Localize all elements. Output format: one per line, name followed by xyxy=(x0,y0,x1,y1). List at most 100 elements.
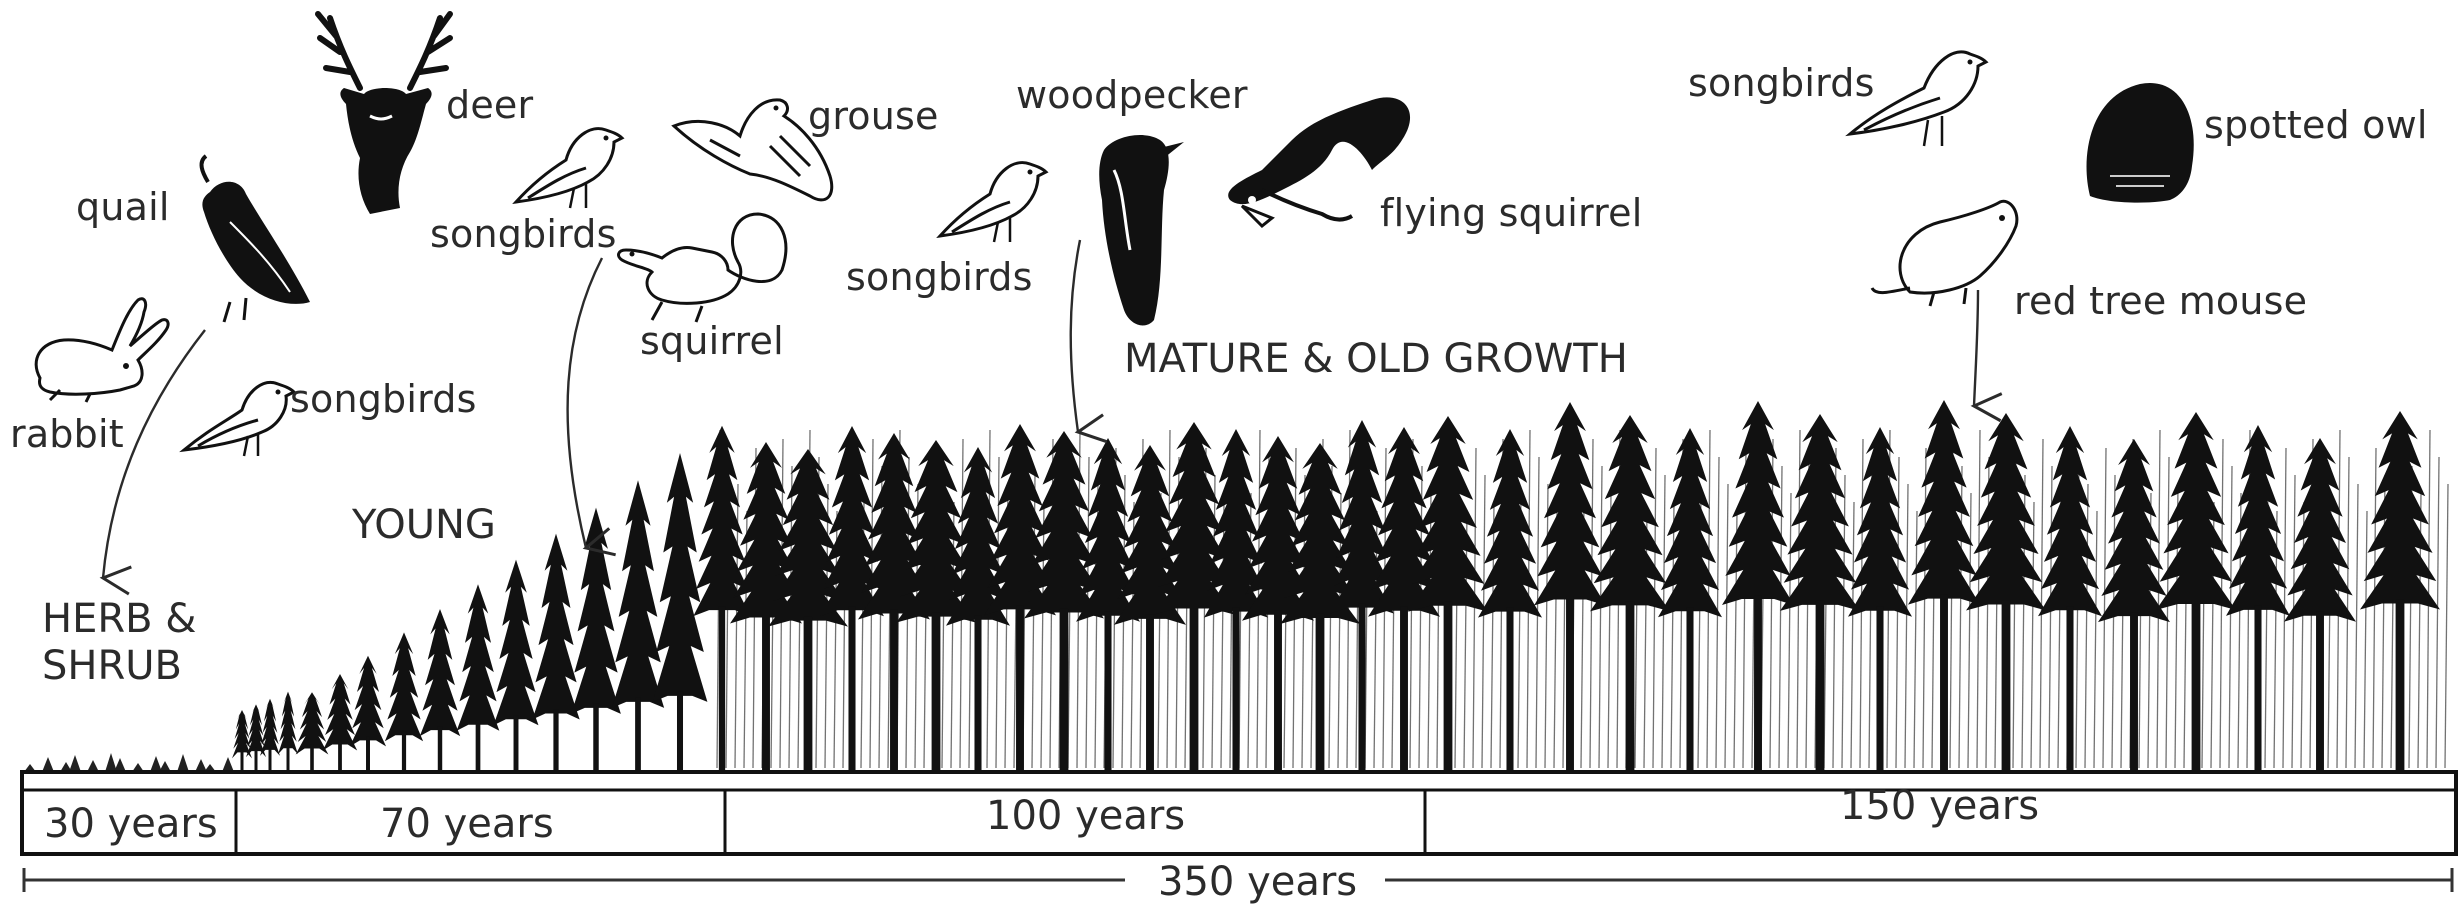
tree-silhouette xyxy=(278,692,298,772)
tree-silhouette xyxy=(350,656,386,772)
arrow-to-mature xyxy=(1071,240,1080,432)
timeline-segment-label: 30 years xyxy=(44,804,218,844)
tree-trunk xyxy=(1358,604,1365,772)
hatch-line xyxy=(1851,502,1854,768)
tree-row xyxy=(232,400,2440,772)
hatch-line xyxy=(2301,502,2304,768)
tree-crown xyxy=(1780,414,1860,611)
stage-label-line: HERB & xyxy=(42,596,197,643)
tree-crown xyxy=(532,534,579,720)
tree-trunk xyxy=(1686,607,1693,772)
herb-shape xyxy=(42,757,54,772)
songbirds-label: songbirds xyxy=(290,380,477,418)
tree-trunk xyxy=(241,748,244,772)
tree-trunk xyxy=(2316,612,2324,772)
tree-silhouette xyxy=(323,674,357,772)
stage-label-line: SHRUB xyxy=(42,643,197,690)
tree-silhouette xyxy=(420,609,460,772)
tree-trunk xyxy=(1146,615,1154,772)
woodpecker-icon xyxy=(1099,135,1184,325)
tree-trunk xyxy=(2396,600,2405,772)
tree-silhouette xyxy=(1658,428,1722,772)
flying-squirrel-label: flying squirrel xyxy=(1380,194,1643,232)
tree-crown xyxy=(350,656,386,747)
hatch-line xyxy=(1788,493,1791,768)
timeline-segment-label: 100 years xyxy=(986,796,1185,836)
tree-crown xyxy=(1848,427,1912,617)
timeline-total-label: 350 years xyxy=(1152,862,1363,902)
songbird-icon xyxy=(184,382,294,456)
songbirds-label: songbirds xyxy=(430,215,617,253)
tree-crown xyxy=(1478,429,1542,618)
tree-trunk xyxy=(553,710,558,772)
tree-trunk xyxy=(1274,611,1282,772)
red-tree-mouse-icon xyxy=(1872,201,2017,306)
tree-trunk xyxy=(1060,609,1069,772)
herb-shape xyxy=(105,753,117,772)
hatch-line xyxy=(1248,493,1251,768)
hatch-line xyxy=(1725,484,1728,768)
tree-trunk xyxy=(2066,606,2073,772)
hatch-line xyxy=(2355,484,2358,768)
rabbit-icon xyxy=(36,299,168,402)
tree-trunk xyxy=(677,692,683,772)
hatch-line xyxy=(1662,475,1665,768)
tree-silhouette xyxy=(1848,427,1912,772)
tree-crown xyxy=(420,609,460,736)
tree-silhouette xyxy=(232,710,252,772)
hatch-line xyxy=(825,484,828,768)
hatch-line xyxy=(1599,466,1602,768)
tree-crown xyxy=(457,584,500,730)
tree-trunk xyxy=(932,613,941,772)
arrow-to-old-growth xyxy=(1974,290,1978,406)
tree-trunk xyxy=(2130,612,2138,772)
tree-trunk xyxy=(255,747,258,772)
tree-silhouette xyxy=(494,560,539,772)
hatch-line xyxy=(1923,448,1926,768)
hatch-line xyxy=(2157,430,2160,768)
tree-silhouette xyxy=(571,508,621,772)
red-tree-mouse-label: red tree mouse xyxy=(2014,282,2307,320)
tree-trunk xyxy=(1566,596,1574,773)
tree-crown xyxy=(1722,401,1794,605)
hatch-line xyxy=(2166,457,2169,768)
herb-shape xyxy=(222,757,234,772)
stage-young: YOUNG xyxy=(352,502,496,549)
stage-herb-shrub: HERB & SHRUB xyxy=(42,596,197,690)
tree-silhouette xyxy=(532,534,579,772)
woodpecker-label: woodpecker xyxy=(1016,76,1248,114)
hatch-line xyxy=(2112,475,2115,768)
hatch-line xyxy=(2436,457,2439,768)
tree-silhouette xyxy=(1478,429,1542,772)
hatch-line xyxy=(1914,511,1917,768)
hatch-line xyxy=(1968,493,1971,768)
hatch-line xyxy=(1833,448,1836,768)
tree-crown xyxy=(1534,402,1606,606)
tree-trunk xyxy=(1754,595,1762,772)
tree-crown xyxy=(653,453,708,702)
tree-trunk xyxy=(366,736,370,772)
tree-trunk xyxy=(287,744,290,772)
tree-crown xyxy=(2226,425,2290,616)
rabbit-label: rabbit xyxy=(10,415,124,453)
songbird-icon xyxy=(940,163,1046,242)
hatch-line xyxy=(2445,484,2448,768)
hatch-line xyxy=(2229,466,2232,768)
hatch-line xyxy=(2373,448,2376,768)
tree-trunk xyxy=(2002,600,2011,772)
tree-crown xyxy=(1658,428,1722,617)
tree-silhouette xyxy=(1534,402,1606,772)
tree-trunk xyxy=(1626,601,1635,772)
hatch-line xyxy=(951,502,954,768)
tree-silhouette xyxy=(612,480,664,772)
hatch-line xyxy=(2238,493,2241,768)
songbird-icon xyxy=(516,129,622,208)
grouse-label: grouse xyxy=(808,97,939,135)
tree-silhouette xyxy=(1722,401,1794,772)
timeline-segment-label: 70 years xyxy=(380,804,554,844)
timeline-segment-label: 150 years xyxy=(1840,786,2039,826)
tree-crown xyxy=(385,632,423,741)
tree-silhouette xyxy=(1780,414,1860,772)
hatch-line xyxy=(1041,502,1044,768)
